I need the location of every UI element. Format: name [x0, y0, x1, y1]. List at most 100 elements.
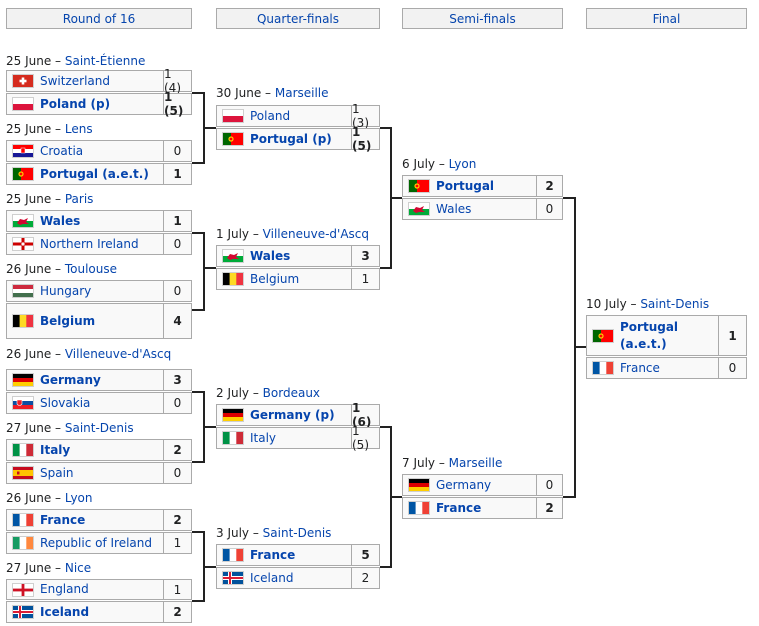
score-cell: 2: [537, 497, 563, 519]
team-name-link[interactable]: Croatia: [40, 143, 84, 158]
team-name-link[interactable]: France: [40, 512, 86, 527]
venue-link[interactable]: Lyon: [64, 491, 93, 505]
match-date-venue: 26 June – Villeneuve-d'Ascq: [6, 347, 172, 361]
venue-link[interactable]: Saint-Denis: [262, 526, 332, 540]
score-cell: 2: [164, 439, 192, 461]
bracket-row: Germany (p)1 (6): [216, 401, 380, 429]
venue-link[interactable]: Nice: [64, 561, 92, 575]
team-cell: Portugal (p): [216, 128, 352, 150]
team-cell: England: [6, 579, 164, 600]
wales-flag-icon: [12, 214, 34, 228]
score-cell: 2: [164, 601, 192, 623]
score-cell: 2: [164, 509, 192, 531]
team-cell: Germany: [6, 369, 164, 391]
team-cell: France: [6, 509, 164, 531]
venue-link[interactable]: Saint-Denis: [64, 421, 134, 435]
team-name-link[interactable]: Wales: [40, 213, 81, 228]
team-name-link[interactable]: Hungary: [40, 283, 92, 298]
match-date-venue: 25 June – Paris: [6, 192, 94, 206]
france-flag-icon: [12, 513, 34, 527]
team-name-link[interactable]: Wales: [250, 248, 291, 263]
team-name-link[interactable]: England: [40, 582, 89, 596]
team-name-link[interactable]: Belgium: [40, 313, 96, 328]
team-name-link[interactable]: Poland: [250, 108, 291, 123]
team-name-link[interactable]: Poland (p): [40, 96, 111, 111]
venue-link[interactable]: Toulouse: [64, 262, 118, 276]
bracket-connector-line: [204, 426, 216, 428]
bracket-connector-line: [192, 600, 204, 602]
score-cell: 0: [719, 357, 747, 379]
team-name-link[interactable]: Iceland: [40, 604, 90, 619]
venue-link[interactable]: Saint-Étienne: [64, 54, 146, 68]
header-semi-finals[interactable]: Semi-finals: [402, 8, 563, 29]
england-flag-icon: [12, 582, 34, 597]
team-name-link[interactable]: Italy: [40, 442, 71, 457]
venue-link[interactable]: Paris: [64, 192, 94, 206]
venue-link[interactable]: Marseille: [448, 456, 503, 470]
bracket-row: France 0: [586, 357, 747, 379]
team-name-link[interactable]: Portugal (p): [250, 131, 332, 146]
team-cell: Belgium: [216, 268, 352, 290]
germany-flag-icon: [408, 478, 430, 492]
score-cell: 0: [164, 233, 192, 255]
venue-link[interactable]: Lens: [64, 122, 93, 136]
venue-link[interactable]: Villeneuve-d'Ascq: [64, 347, 172, 361]
bracket-row: France 2: [402, 497, 563, 519]
score-cell: 0: [164, 280, 192, 302]
team-name-link[interactable]: Northern Ireland: [40, 236, 139, 251]
header-final[interactable]: Final: [586, 8, 747, 29]
team-name-link[interactable]: Germany: [436, 477, 492, 492]
team-name-link[interactable]: France: [436, 500, 482, 515]
team-cell: Wales: [402, 198, 537, 220]
belgium-flag-icon: [12, 314, 34, 328]
team-name-link[interactable]: Portugal (a.e.t.): [40, 166, 149, 181]
team-cell: Iceland: [216, 567, 352, 589]
bracket-connector-line: [380, 267, 391, 269]
iceland-flag-icon: [12, 605, 34, 619]
team-name-link[interactable]: France: [620, 360, 660, 375]
bracket-connector-line: [391, 197, 402, 199]
score-cell: 1: [164, 163, 192, 185]
team-name-link[interactable]: Slovakia: [40, 395, 91, 410]
team-name-link[interactable]: Switzerland: [40, 73, 110, 88]
germany-flag-icon: [12, 373, 34, 387]
switzerland-flag-icon: [12, 74, 34, 88]
spain-flag-icon: [12, 466, 34, 480]
team-cell: Portugal (a.e.t.): [6, 163, 164, 185]
match-date: 26 June: [6, 491, 52, 505]
venue-link[interactable]: Lyon: [448, 157, 477, 171]
bracket-connector-line: [192, 162, 204, 164]
venue-link[interactable]: Saint-Denis: [640, 297, 710, 311]
venue-link[interactable]: Villeneuve-d'Ascq: [262, 227, 370, 241]
match-date: 26 June: [6, 347, 52, 361]
team-name-link[interactable]: France: [250, 547, 296, 562]
header-round-of-16[interactable]: Round of 16: [6, 8, 192, 29]
team-name-link[interactable]: Portugal (a.e.t.): [620, 319, 679, 351]
team-name-link[interactable]: Germany: [40, 372, 101, 387]
team-name-link[interactable]: Belgium: [250, 271, 300, 286]
venue-link[interactable]: Marseille: [274, 86, 329, 100]
venue-link[interactable]: Bordeaux: [262, 386, 321, 400]
poland-flag-icon: [222, 109, 244, 123]
match-date-venue: 3 July – Saint-Denis: [216, 526, 332, 540]
team-name-link[interactable]: Republic of Ireland: [40, 535, 152, 550]
score-cell: 1 (5): [352, 424, 380, 452]
match-date: 25 June: [6, 122, 52, 136]
team-name-link[interactable]: Iceland: [250, 570, 294, 585]
team-cell: Poland: [216, 105, 352, 127]
bracket-connector-line: [204, 127, 216, 129]
header-quarter-finals[interactable]: Quarter-finals: [216, 8, 380, 29]
team-name-link[interactable]: Spain: [40, 465, 74, 480]
team-name-link[interactable]: Germany (p): [250, 407, 335, 422]
team-name-link[interactable]: Italy: [250, 430, 277, 445]
team-name-link[interactable]: Wales: [436, 201, 472, 216]
team-name-link[interactable]: Portugal: [436, 178, 495, 193]
bracket-connector-line: [391, 496, 402, 498]
